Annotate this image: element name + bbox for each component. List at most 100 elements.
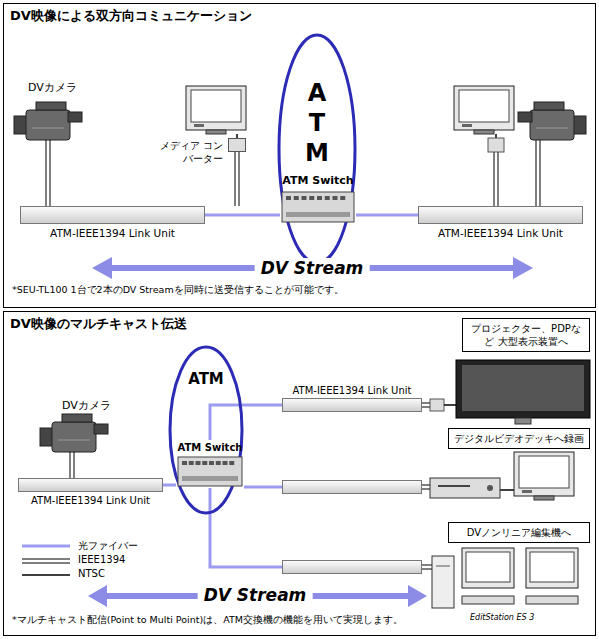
node-text: ATM-IEEE1394 Link Unit <box>419 227 582 239</box>
node-text: デジタルビデオデッキへ録画 <box>453 432 585 445</box>
ntsc-cable <box>237 134 496 138</box>
drawing-part <box>515 418 531 424</box>
switch-port <box>325 196 330 200</box>
atm-switch: ATM Switch <box>176 440 244 488</box>
drawing-part <box>526 596 578 604</box>
link-unit <box>282 480 422 494</box>
drawing-part <box>536 140 537 206</box>
link-unit <box>282 560 422 574</box>
switch-port <box>209 461 214 465</box>
drawing-part <box>50 140 51 206</box>
text-label: DVカメラ <box>28 80 77 95</box>
drawing-part <box>540 140 541 206</box>
media-converter <box>488 138 504 152</box>
drawing-part <box>466 552 510 582</box>
drawing-part <box>495 134 497 138</box>
fiber-connector <box>210 405 282 440</box>
atm-network-ellipse: ATM ATM Switch <box>168 345 244 515</box>
drawing-part <box>235 152 236 206</box>
switch-port <box>189 461 194 465</box>
drawing-part <box>526 548 578 588</box>
atm-network-ellipse: ATMATM Switch <box>277 33 357 265</box>
dv-camera <box>14 102 82 140</box>
dv-stream-arrow <box>92 257 533 279</box>
switch-port <box>302 196 307 200</box>
switch-port <box>223 461 228 465</box>
drawing-part <box>70 452 71 478</box>
drawing-part <box>456 360 590 418</box>
switch-port <box>216 461 221 465</box>
drawing-part <box>430 478 500 498</box>
switch-port <box>286 196 291 200</box>
link-unit: ATM-IEEE1394 Link Unit <box>418 206 583 224</box>
node-text: DV映像による双方向コミュニケーション <box>4 4 258 28</box>
fiber-connector <box>205 214 280 217</box>
drawing-part <box>530 552 574 582</box>
legend-text: NTSC <box>78 568 105 579</box>
drawing-part <box>444 404 456 406</box>
legend-text: 光ファイバー <box>78 539 138 553</box>
switch-port <box>317 196 322 200</box>
link-unit: ATM-IEEE1394 Link Unit <box>20 206 205 224</box>
editing-computer <box>432 548 578 608</box>
video-deck <box>430 478 500 498</box>
media-converter <box>430 399 444 411</box>
drawing-part <box>22 563 70 564</box>
monitor <box>454 86 514 134</box>
switch-port <box>309 196 314 200</box>
drawing-part <box>92 257 112 279</box>
drawing-part <box>408 585 427 607</box>
switch-port <box>202 461 207 465</box>
destination-box: プロジェクター、PDPなど 大型表示装置へ <box>462 318 590 352</box>
switch-port <box>182 461 187 465</box>
switch-body <box>178 457 242 486</box>
dv-camera <box>518 102 586 140</box>
node-text: ATM <box>168 370 244 388</box>
drawing-part <box>462 548 514 588</box>
media-converter: メディア コンバーター <box>228 138 246 152</box>
legend-sample <box>22 546 70 575</box>
text-label: *マルチキャスト配信(Point to Multi Point)は、ATM交換機… <box>12 614 403 627</box>
node-text: メディア コンバーター <box>157 139 223 165</box>
drawing-part <box>22 559 70 560</box>
dv-stream-arrow <box>88 585 427 607</box>
switch-port <box>333 196 338 200</box>
node-text: ATM Switch <box>176 440 244 455</box>
switch-port <box>196 461 201 465</box>
drawing-part <box>22 545 70 548</box>
switch-panel <box>286 212 350 217</box>
node-text: ATM <box>305 78 329 168</box>
monitor <box>514 452 574 500</box>
drawing-part <box>500 489 514 491</box>
legend-text: IEEE1394 <box>78 554 125 565</box>
switch-port <box>294 196 299 200</box>
monitor <box>186 86 246 134</box>
drawing-part <box>74 452 75 478</box>
destination-box: DVノンリニア編集機へ <box>448 522 590 543</box>
fiber-connector <box>244 486 282 489</box>
drawing-part <box>462 596 514 604</box>
drawing-part <box>494 152 495 206</box>
drawing-part <box>239 152 240 206</box>
fiber-connector <box>163 484 176 487</box>
drawing-part <box>436 566 450 567</box>
drawing-part <box>422 489 430 490</box>
switch-panel <box>182 476 238 481</box>
text-label: EditStation ES 3 <box>470 613 534 622</box>
switch-body <box>282 192 354 222</box>
drawing-part <box>487 485 493 491</box>
ellipse-line <box>279 35 355 263</box>
node-text: ATM-IEEE1394 Link Unit <box>19 495 162 506</box>
drawing-part <box>422 485 430 486</box>
node-text: DVノンリニア編集機へ <box>453 526 585 539</box>
destination-box: デジタルビデオデッキへ録画 <box>448 428 590 449</box>
link-unit: ATM-IEEE1394 Link Unit <box>282 398 422 412</box>
drawing-part <box>22 574 70 576</box>
drawing-part <box>498 152 499 206</box>
text-label: *SEU-TL100 1台で2本のDV Streamを同時に送受信することが可能… <box>12 284 344 297</box>
dv-camera <box>40 414 108 452</box>
drawing-part <box>432 556 454 608</box>
node-text: DV映像のマルチキャスト伝送 <box>4 312 193 336</box>
node-text: ATM-IEEE1394 Link Unit <box>283 385 421 396</box>
